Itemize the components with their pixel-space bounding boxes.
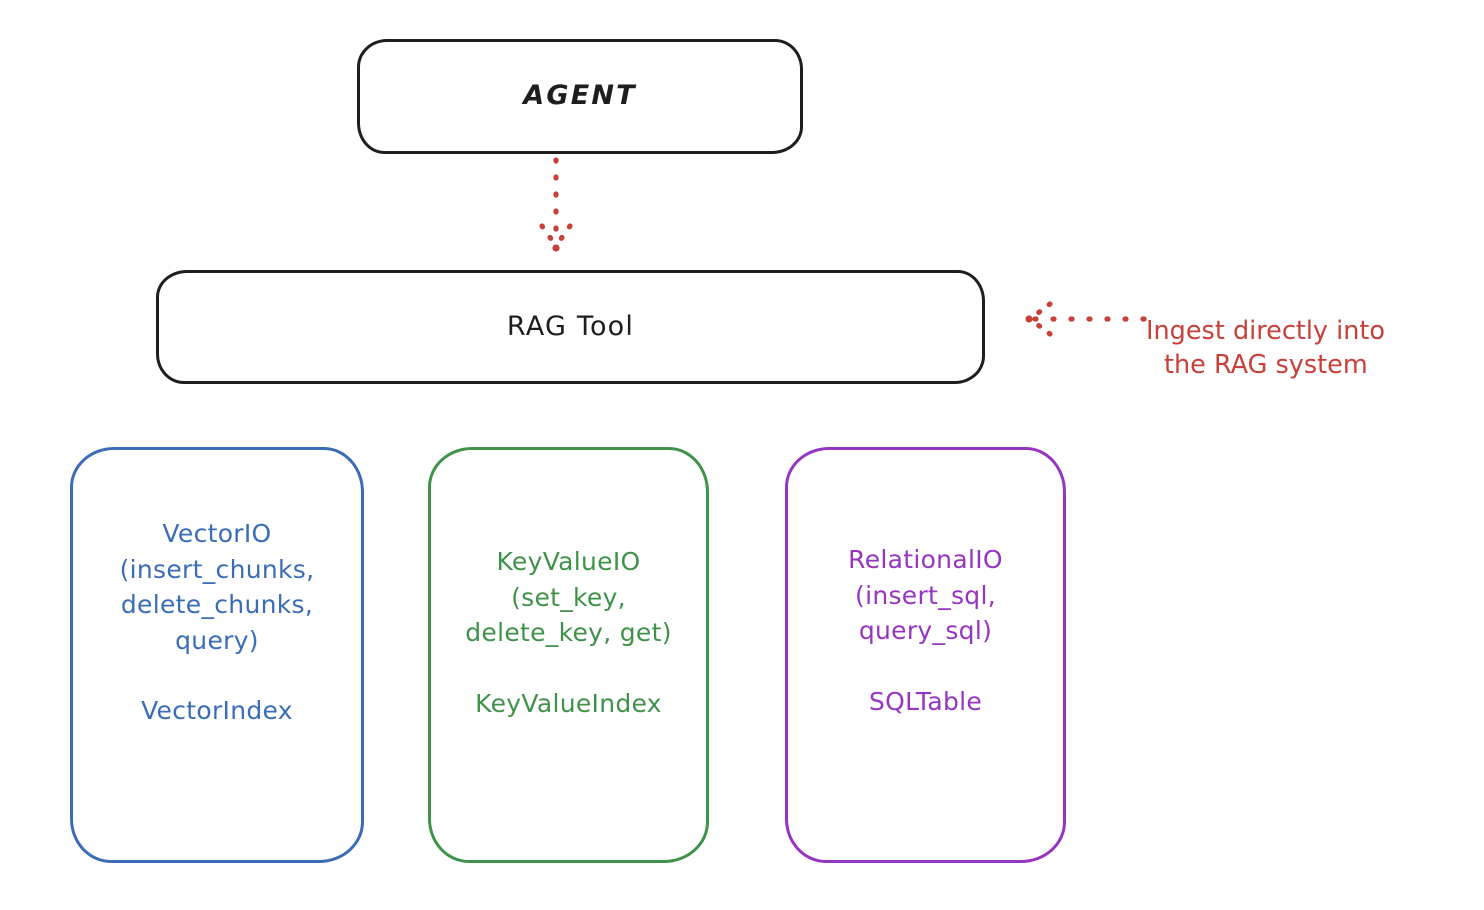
- node-relational-io-label: RelationalIO (insert_sql, query_sql): [848, 545, 1003, 645]
- edge-ingest-arrow-icon: [1025, 301, 1147, 337]
- node-key-value-io-label: KeyValueIO (set_key, delete_key, get): [465, 547, 672, 647]
- node-agent[interactable]: AGENT: [357, 39, 803, 154]
- node-relational-io-sublabel: SQLTable: [868, 686, 983, 716]
- node-key-value-io-sublabel: KeyValueIndex: [475, 688, 662, 718]
- node-agent-label: AGENT: [523, 80, 637, 112]
- node-rag-tool[interactable]: RAG Tool: [156, 270, 985, 384]
- edge-agent-to-rag-tool-arrow-icon: [539, 157, 573, 252]
- node-rag-tool-label: RAG Tool: [506, 310, 635, 342]
- node-key-value-io[interactable]: KeyValueIO (set_key, delete_key, get) Ke…: [428, 447, 709, 863]
- node-vector-io-label: VectorIO (insert_chunks, delete_chunks, …: [119, 519, 315, 655]
- annotation-ingest-line1: Ingest directly into: [1146, 315, 1385, 346]
- node-relational-io[interactable]: RelationalIO (insert_sql, query_sql) SQL…: [785, 447, 1066, 863]
- annotation-ingest: Ingest directly into the RAG system: [1146, 279, 1476, 418]
- annotation-ingest-line2: the RAG system: [1164, 350, 1368, 381]
- node-vector-io[interactable]: VectorIO (insert_chunks, delete_chunks, …: [70, 447, 364, 863]
- node-vector-io-sublabel: VectorIndex: [141, 696, 293, 725]
